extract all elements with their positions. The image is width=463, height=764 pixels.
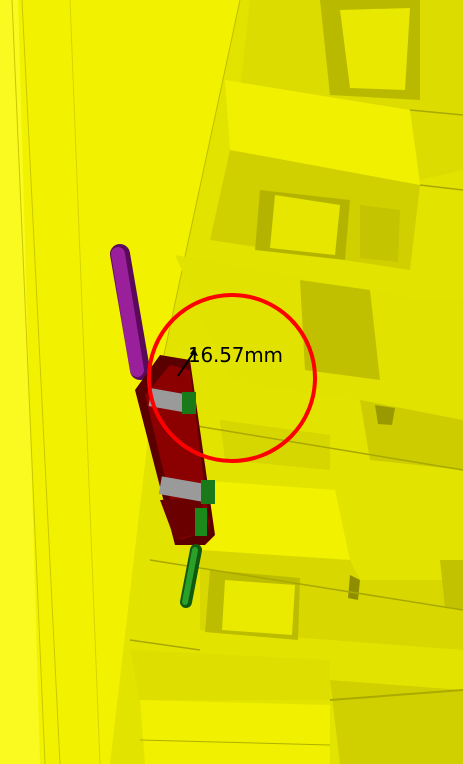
wall-edge-highlight (0, 0, 40, 764)
slanted-wall-face (0, 0, 240, 764)
measurement-label: 16.57mm (188, 343, 283, 367)
frame-block-bottom (130, 650, 463, 764)
frame-block-top (240, 0, 463, 180)
measurement-marker (177, 348, 198, 377)
green-pin[interactable] (180, 544, 202, 608)
frame-block-middle (175, 255, 463, 470)
frame-block-lower (195, 480, 463, 650)
purple-rod[interactable] (110, 244, 150, 380)
highlight-circle (147, 293, 317, 463)
frame-block-upper (210, 80, 420, 270)
connector-component[interactable] (135, 355, 215, 545)
